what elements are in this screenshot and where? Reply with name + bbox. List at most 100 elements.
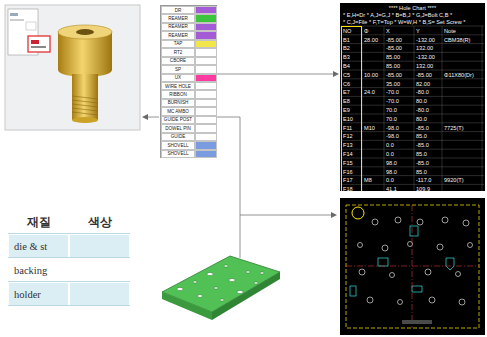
bolt-socket <box>76 29 94 35</box>
chart-cell: B3 <box>343 54 350 60</box>
grid-line <box>341 78 484 79</box>
dialog-row <box>10 13 18 16</box>
grid-line <box>341 105 484 106</box>
grid-line <box>341 61 484 62</box>
table-cell <box>69 234 130 258</box>
leader-lines <box>147 117 333 258</box>
chart-cell: 0.0 <box>386 151 394 157</box>
color-cell <box>195 150 217 158</box>
chart-cell: -85.00 <box>386 37 402 43</box>
chart-cell: Φ11X80(Dr) <box>444 72 474 78</box>
chart-cell: F16 <box>343 169 353 175</box>
row-rule <box>8 305 130 306</box>
chart-cell: 85.0 <box>416 133 427 139</box>
chart-cell: -70.0 <box>386 98 399 104</box>
chart-cell: 85.00 <box>386 54 400 60</box>
chart-cell: 85.0 <box>416 151 427 157</box>
grid-line <box>341 34 484 35</box>
bolt-top <box>58 25 112 39</box>
color-cell <box>195 82 217 90</box>
highlight-box <box>28 36 50 52</box>
grid-line <box>341 122 484 123</box>
grid-line <box>341 43 484 44</box>
chart-cell: 70.0 <box>386 107 397 113</box>
chart-cell: -132.00 <box>416 54 435 60</box>
color-cell <box>195 141 217 149</box>
chart-cell: E10 <box>343 116 353 122</box>
chart-cell: F14 <box>343 151 353 157</box>
drawing-shapes <box>350 226 454 296</box>
chart-cell: 80.0 <box>416 116 427 122</box>
chart-cell: 98.0 <box>386 169 397 175</box>
tool-name: DR <box>175 8 182 13</box>
grid-line <box>341 26 484 27</box>
grid-line <box>384 26 385 191</box>
material-name: die & st <box>14 240 47 253</box>
highlight-column <box>342 27 362 192</box>
grid-line <box>341 70 484 71</box>
grid-line <box>341 166 484 167</box>
chart-cell: 109.9 <box>416 186 430 192</box>
drawing-centerlines <box>346 205 479 328</box>
grid-line <box>341 149 484 150</box>
tool-name: SHOVELL <box>167 151 188 156</box>
color-cell <box>195 74 217 82</box>
grid-line <box>341 175 484 176</box>
color-cell <box>195 23 217 31</box>
drawing-holes <box>358 217 473 305</box>
plate-side <box>162 292 212 320</box>
chart-cell: B4 <box>343 63 350 69</box>
dialog-row <box>26 22 36 30</box>
grid-line <box>482 26 483 191</box>
plate-side <box>212 272 280 320</box>
chart-cell: -80.0 <box>416 89 429 95</box>
chart-cell: 0.0 <box>386 177 394 183</box>
chart-cell: F18 <box>343 186 353 192</box>
color-cell <box>195 124 217 132</box>
color-table: DRREAMERREAMERREAMERTAPRT2CBORESPUXWIRE … <box>160 5 217 158</box>
connector <box>217 71 339 77</box>
color-cell <box>195 48 217 56</box>
chart-cell: 28.00 <box>364 37 378 43</box>
color-cell <box>195 99 217 107</box>
column-header: Φ <box>364 28 368 34</box>
color-cell <box>195 133 217 141</box>
arrow-head <box>142 114 148 120</box>
tool-name: DOWEL PIN <box>165 126 191 131</box>
color-cell <box>195 107 217 115</box>
chart-cell: F15 <box>343 160 353 166</box>
chart-cell: -70.0 <box>386 89 399 95</box>
tool-name: RIBBON <box>169 92 187 97</box>
column-header: NO <box>343 28 351 34</box>
color-cell <box>195 57 217 65</box>
bolt-thread <box>72 96 98 115</box>
tool-name: REAMER <box>168 33 188 38</box>
tool-name: CBORE <box>170 58 186 63</box>
connector-line <box>217 74 334 75</box>
color-cell <box>195 14 217 22</box>
cad-screen <box>5 5 140 130</box>
chart-cell: 10.00 <box>364 72 378 78</box>
tool-name: REAMER <box>168 16 188 21</box>
grid-line <box>341 131 484 132</box>
tool-name: GUIDE <box>171 134 186 139</box>
chart-cell: F12 <box>343 133 353 139</box>
chart-header: **** Hole Chart **** <box>389 5 436 11</box>
chart-cell: -85.00 <box>416 72 432 78</box>
color-cell <box>195 65 217 73</box>
chart-header: * C,J=File * F,T=Top * W=W,H * B,S= Set … <box>343 19 465 25</box>
arrow-head <box>331 212 337 218</box>
column-header: 색상 <box>88 216 112 229</box>
grid-line <box>341 52 484 53</box>
bolt-end <box>72 117 98 123</box>
chart-header: * E,H=Dr * A,J=G,J * B=B,J * G,J=Bolt C,… <box>343 12 452 18</box>
chart-cell: 82.00 <box>416 81 430 87</box>
yellow-mark <box>352 207 364 219</box>
tool-name: UX <box>175 75 181 80</box>
chart-cell: -85.0 <box>416 125 429 131</box>
chart-cell: E9 <box>343 107 350 113</box>
chart-cell: F17 <box>343 177 353 183</box>
tool-name: WIRE HOLE <box>165 84 191 89</box>
chart-cell: F11 <box>343 125 352 131</box>
chart-grid <box>340 3 485 191</box>
